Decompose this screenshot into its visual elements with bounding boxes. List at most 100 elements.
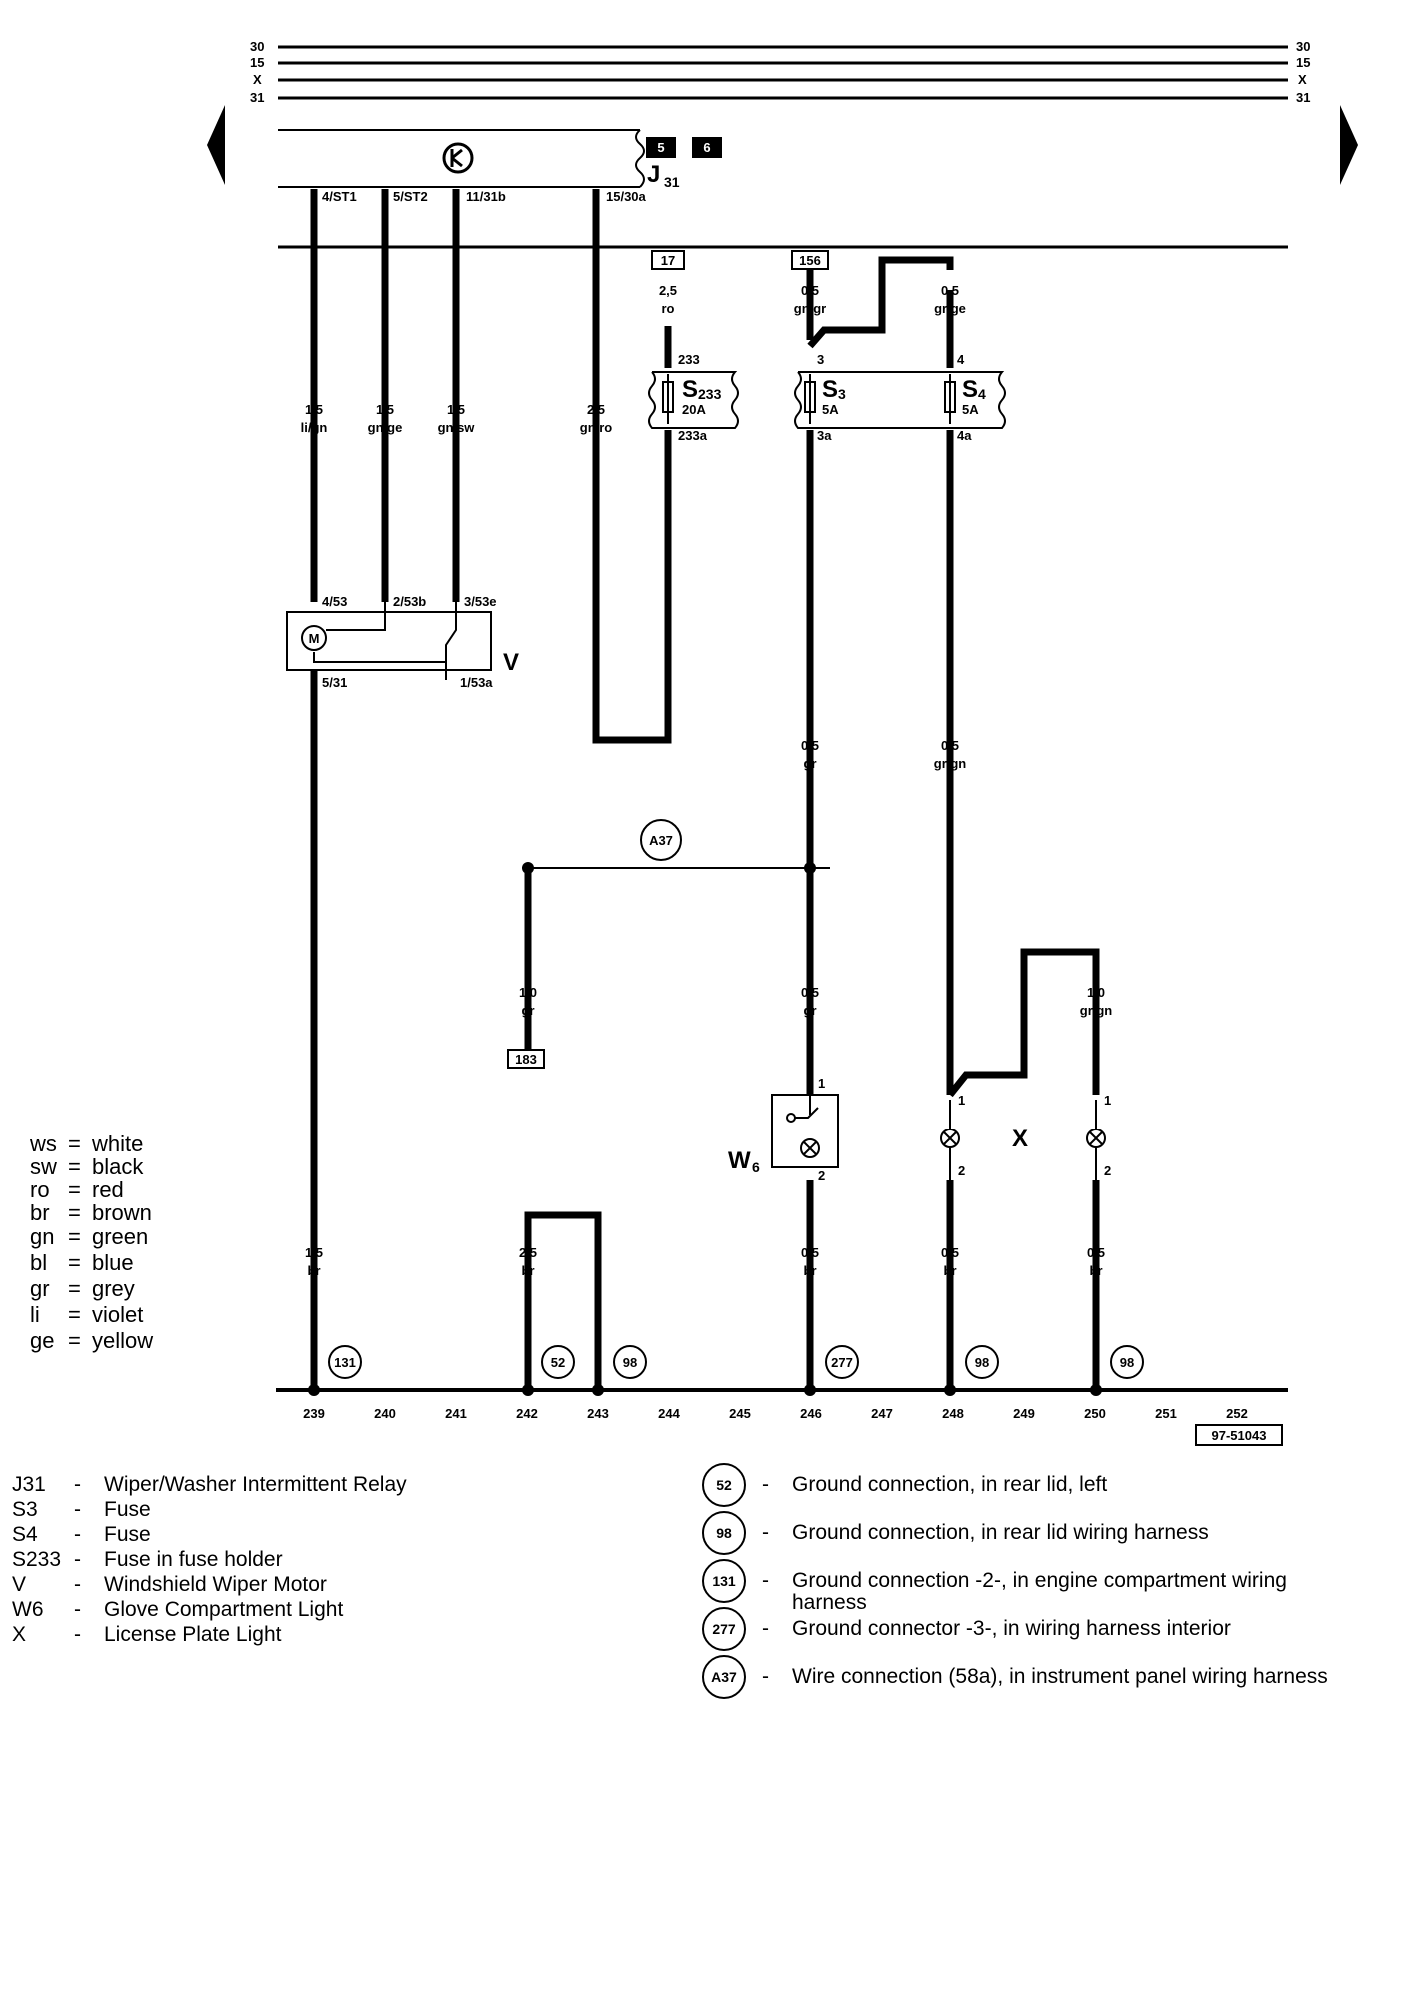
motor-pin-1-53a: 1/53a: [460, 675, 493, 690]
bus-label-30-right: 30: [1296, 39, 1310, 54]
position-number: 243: [587, 1406, 609, 1421]
legend-code: S3: [12, 1498, 38, 1521]
color-eq: =: [68, 1200, 81, 1225]
license-plate-lights-x: 1 2 1 2 X: [940, 1093, 1111, 1180]
position-number: 251: [1155, 1406, 1177, 1421]
position-number: 239: [303, 1406, 325, 1421]
wire-color-key: ws = white sw = black ro = red br = brow…: [29, 1131, 153, 1353]
bus-label-15-left: 15: [250, 55, 264, 70]
position-number: 244: [658, 1406, 680, 1421]
legend-dash: -: [762, 1521, 769, 1544]
wire-color: gn/ro: [580, 420, 613, 435]
legend-ground-desc: Ground connection, in rear lid, left: [792, 1473, 1107, 1496]
connection-boxes: 17 156 183: [507, 250, 829, 1069]
relay-tag-6: 6: [703, 140, 710, 155]
legend-code: X: [12, 1623, 26, 1646]
wire-color: br: [522, 1263, 535, 1278]
wire-color: gr/ge: [934, 301, 966, 316]
motor-pin-5-31: 5/31: [322, 675, 347, 690]
position-numbers: 239 240 241 242 243 244 245 246 247 248 …: [303, 1406, 1248, 1421]
legend-ground-code: 98: [716, 1525, 732, 1541]
color-name: red: [92, 1177, 124, 1202]
ground-98: 98: [623, 1355, 637, 1370]
wire-color: br: [1090, 1263, 1103, 1278]
legend-desc: Glove Compartment Light: [104, 1598, 343, 1621]
wire-size: 0,5: [941, 283, 959, 298]
wire-size: 0,5: [941, 738, 959, 753]
legend-code: V: [12, 1573, 26, 1596]
legend-ground-desc-cont: harness: [792, 1591, 867, 1614]
bus-label-x-right: X: [1298, 72, 1307, 87]
wire-size: 2,5: [587, 402, 605, 417]
wire-color: gn/sw: [438, 420, 476, 435]
legend-desc: Fuse: [104, 1523, 151, 1546]
box-17: 17: [661, 253, 675, 268]
legend-code: S4: [12, 1523, 38, 1546]
motor-label: V: [503, 649, 519, 676]
legend-dash: -: [74, 1523, 81, 1546]
wire-size: 1,5: [376, 402, 394, 417]
legend-dash: -: [762, 1665, 769, 1688]
position-number: 247: [871, 1406, 893, 1421]
component-legend: J31 - Wiper/Washer Intermittent Relay S3…: [12, 1473, 407, 1646]
ground-277: 277: [831, 1355, 853, 1370]
x-left-pin-1: 1: [958, 1093, 965, 1108]
wire-size: 1,0: [519, 985, 537, 1000]
legend-code: W6: [12, 1598, 44, 1621]
color-eq: =: [68, 1177, 81, 1202]
position-number: 252: [1226, 1406, 1248, 1421]
motor-pin-4-53: 4/53: [322, 594, 347, 609]
fuse-s4-in: 4: [957, 352, 965, 367]
legend-desc: Fuse: [104, 1498, 151, 1521]
wiper-motor-v: M V 4/53 2/53b 3/53e 5/31 1/53a: [286, 594, 519, 690]
position-number: 249: [1013, 1406, 1035, 1421]
position-number: 240: [374, 1406, 396, 1421]
color-eq: =: [68, 1276, 81, 1301]
position-number: 242: [516, 1406, 538, 1421]
box-156: 156: [799, 253, 821, 268]
relay-pin-11-31b: 11/31b: [466, 189, 506, 204]
wires: [308, 189, 1102, 1396]
diagram-reference: 97-51043: [1212, 1428, 1267, 1443]
w6-pin-2: 2: [818, 1168, 825, 1183]
wire-size: 0,5: [801, 985, 819, 1000]
previous-page-arrow-icon[interactable]: [207, 105, 225, 185]
legend-code: S233: [12, 1548, 61, 1571]
ground-markers: 131 52 98 277 98 98: [328, 1345, 1144, 1379]
legend-dash: -: [74, 1573, 81, 1596]
legend-ground-desc: Ground connection -2-, in engine compart…: [792, 1569, 1287, 1592]
color-code: br: [30, 1200, 50, 1225]
motor-pin-3-53e: 3/53e: [464, 594, 497, 609]
fuse-s4-rating: 5A: [962, 402, 979, 417]
fuse-s3-in: 3: [817, 352, 824, 367]
next-page-arrow-icon[interactable]: [1340, 105, 1358, 185]
legend-dash: -: [74, 1473, 81, 1496]
legend-desc: License Plate Light: [104, 1623, 282, 1646]
legend-dash: -: [74, 1623, 81, 1646]
color-code: gr: [30, 1276, 50, 1301]
color-eq: =: [68, 1154, 81, 1179]
ground-98: 98: [975, 1355, 989, 1370]
w6-pin-1: 1: [818, 1076, 825, 1091]
position-number: 246: [800, 1406, 822, 1421]
wire-color: li/gn: [301, 420, 328, 435]
wire-size: 1,5: [305, 402, 323, 417]
color-code: ro: [30, 1177, 50, 1202]
relay-symbol-icon: [442, 142, 474, 174]
x-label: X: [1012, 1125, 1028, 1152]
x-left-pin-2: 2: [958, 1163, 965, 1178]
wire-color: gn/gr: [794, 301, 827, 316]
w6-label-sub: 6: [752, 1159, 760, 1175]
wire-color: br: [804, 1263, 817, 1278]
color-code: sw: [30, 1154, 57, 1179]
wire-size: 0,5: [801, 738, 819, 753]
x-right-pin-1: 1: [1104, 1093, 1111, 1108]
wire-color: br: [308, 1263, 321, 1278]
color-name: black: [92, 1154, 144, 1179]
color-code: li: [30, 1302, 40, 1327]
fuse-s3-sub: 3: [838, 386, 846, 402]
wire-color: gr/gn: [1080, 1003, 1113, 1018]
connector-a37: A37: [640, 819, 682, 861]
relay-tag-5: 5: [657, 140, 664, 155]
